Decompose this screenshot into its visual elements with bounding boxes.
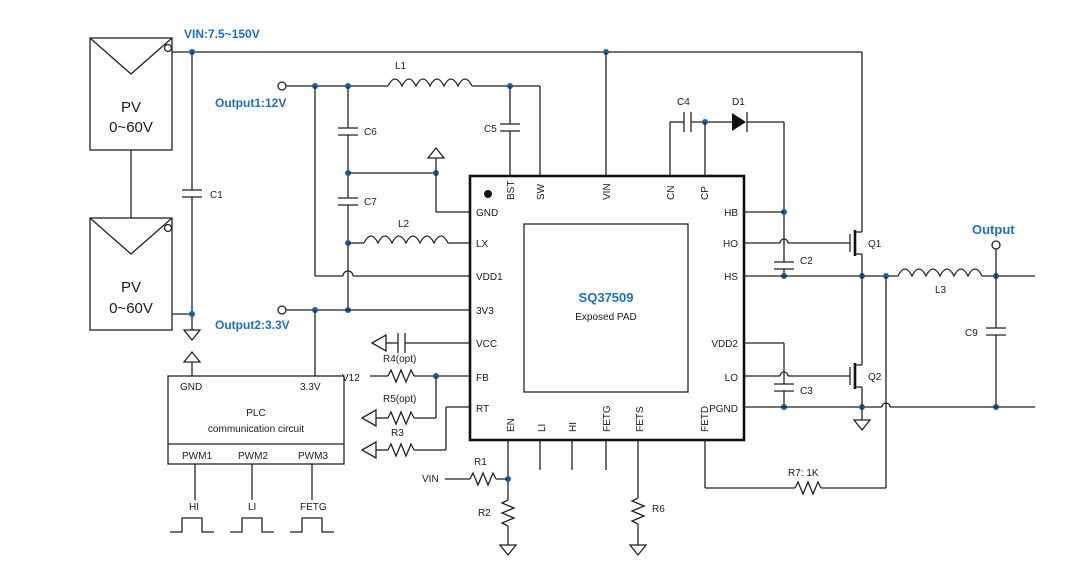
pwm-waveform-fetg (290, 517, 334, 533)
v12-label: V12 (342, 373, 360, 384)
pin-vdd1: VDD1 (476, 272, 503, 283)
inductor-l2 (363, 235, 449, 245)
pin-gnd: GND (476, 208, 498, 219)
pv-2-name: PV (121, 279, 141, 296)
plc-pwm2: PWM2 (238, 451, 268, 462)
l3-label: L3 (935, 285, 947, 296)
inductor-l3 (897, 268, 983, 278)
pin-cn: CN (666, 186, 677, 200)
signal-hi: HI (189, 502, 199, 513)
c5-label: C5 (484, 124, 497, 135)
plc-3v3: 3.3V (300, 382, 321, 393)
r3-label: R3 (391, 428, 404, 439)
resistor-r1 (469, 471, 497, 487)
pwm-waveform-li (230, 517, 274, 533)
pin-li: LI (537, 424, 548, 432)
chip-name: SQ37509 (579, 290, 634, 305)
exposed-pad (523, 223, 689, 393)
c2-label: C2 (800, 256, 813, 267)
pin-bst: BST (506, 181, 517, 200)
pv-panel-1: PV 0~60V (89, 37, 173, 151)
pin-pgnd: PGND (709, 404, 738, 415)
pv-2-range: 0~60V (109, 300, 153, 317)
pin-sw: SW (536, 183, 547, 200)
pin-vdd2: VDD2 (711, 339, 738, 350)
mosfet-q1 (849, 52, 863, 276)
plc-pwm1: PWM1 (182, 451, 212, 462)
pwm-waveform-hi (170, 517, 214, 533)
pin-hs: HS (724, 272, 738, 283)
c1-label: C1 (210, 190, 223, 201)
vin-r1-label: VIN (422, 474, 439, 485)
plc-title: PLC (246, 408, 265, 419)
pin-en: EN (506, 418, 517, 432)
resistor-r6 (630, 497, 646, 525)
c3-label: C3 (800, 386, 813, 397)
d1-label: D1 (732, 97, 745, 108)
resistor-r2 (500, 499, 516, 527)
output1-label: Output1:12V (215, 96, 286, 110)
resistor-r7 (794, 480, 822, 496)
output2-label: Output2:3.3V (215, 318, 290, 332)
r6-label: R6 (652, 504, 665, 515)
signal-fetg: FETG (300, 502, 327, 513)
plc-gnd: GND (180, 382, 202, 393)
pin-fb: FB (476, 373, 489, 384)
vin-main-label: VIN:7.5~150V (184, 27, 260, 41)
inductor-l1 (387, 78, 473, 88)
pin-ho: HO (723, 239, 738, 250)
r4-label: R4(opt) (383, 354, 416, 365)
output-label: Output (972, 222, 1015, 237)
resistor-r5 (387, 410, 415, 426)
l2-label: L2 (398, 219, 410, 230)
l1-label: L1 (395, 61, 407, 72)
pin-fetg: FETG (602, 405, 613, 432)
pin-rt: RT (476, 404, 489, 415)
c7-label: C7 (364, 197, 377, 208)
plc-block (167, 375, 345, 465)
pin-vcc: VCC (476, 339, 497, 350)
chip-sq37509 (468, 174, 746, 442)
diode-d1 (732, 113, 746, 131)
q1-label: Q1 (868, 239, 882, 250)
signal-li: LI (248, 502, 256, 513)
c6-label: C6 (364, 127, 377, 138)
pin-lx: LX (476, 239, 489, 250)
q2-label: Q2 (868, 372, 882, 383)
pin-fetd: FETD (700, 406, 711, 432)
plc-subtitle: communication circuit (208, 424, 304, 435)
pin-fets: FETS (635, 406, 646, 432)
pin-vin: VIN (602, 183, 613, 200)
r2-label: R2 (478, 508, 491, 519)
pv-1-range: 0~60V (109, 119, 153, 136)
c4-label: C4 (677, 97, 690, 108)
resistor-r3 (387, 442, 415, 458)
r5-label: R5(opt) (383, 394, 416, 405)
r7-label: R7: 1K (788, 468, 819, 479)
pin-cp: CP (700, 186, 711, 200)
chip-pad-label: Exposed PAD (575, 312, 637, 323)
pin-3v3: 3V3 (476, 306, 494, 317)
pin-lo: LO (725, 373, 739, 384)
pin-hb: HB (724, 208, 738, 219)
pv-panel-2: PV 0~60V (89, 217, 173, 331)
c9-label: C9 (965, 328, 978, 339)
pv-1-name: PV (121, 99, 141, 116)
pin-hi: HI (568, 422, 579, 432)
mosfet-q2 (849, 276, 863, 420)
ground-symbol (182, 329, 202, 342)
r1-label: R1 (474, 457, 487, 468)
resistor-r4 (387, 368, 415, 384)
plc-pwm3: PWM3 (298, 451, 328, 462)
